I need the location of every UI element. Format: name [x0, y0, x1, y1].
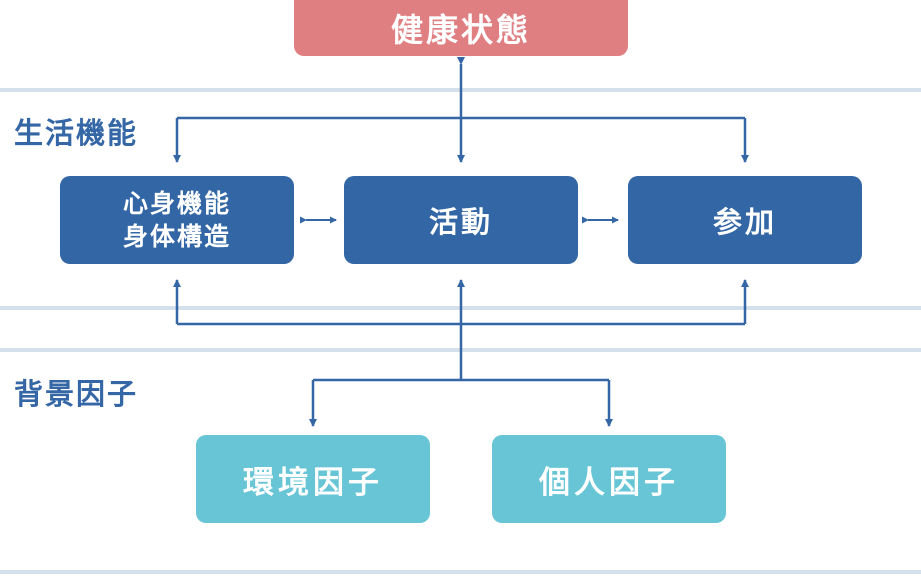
- environmental-factors-label: 環境因子: [243, 464, 383, 501]
- contextual-factors-region: [0, 348, 921, 574]
- body-functions-box: 心身機能 身体構造: [60, 176, 294, 264]
- health-condition-box: 健康状態: [294, 0, 628, 56]
- participation-box: 参加: [628, 176, 862, 264]
- activity-label: 活動: [428, 205, 493, 239]
- body-structures-label: 身体構造: [122, 222, 231, 251]
- contextual-factors-label: 背景因子: [14, 377, 139, 411]
- personal-factors-label: 個人因子: [539, 464, 679, 501]
- environmental-factors-box: 環境因子: [196, 435, 430, 523]
- personal-factors-box: 個人因子: [492, 435, 726, 523]
- participation-label: 参加: [712, 205, 777, 239]
- health-condition-label: 健康状態: [390, 11, 531, 49]
- activity-box: 活動: [344, 176, 578, 264]
- functioning-label: 生活機能: [14, 116, 139, 150]
- body-functions-label: 心身機能: [122, 189, 231, 218]
